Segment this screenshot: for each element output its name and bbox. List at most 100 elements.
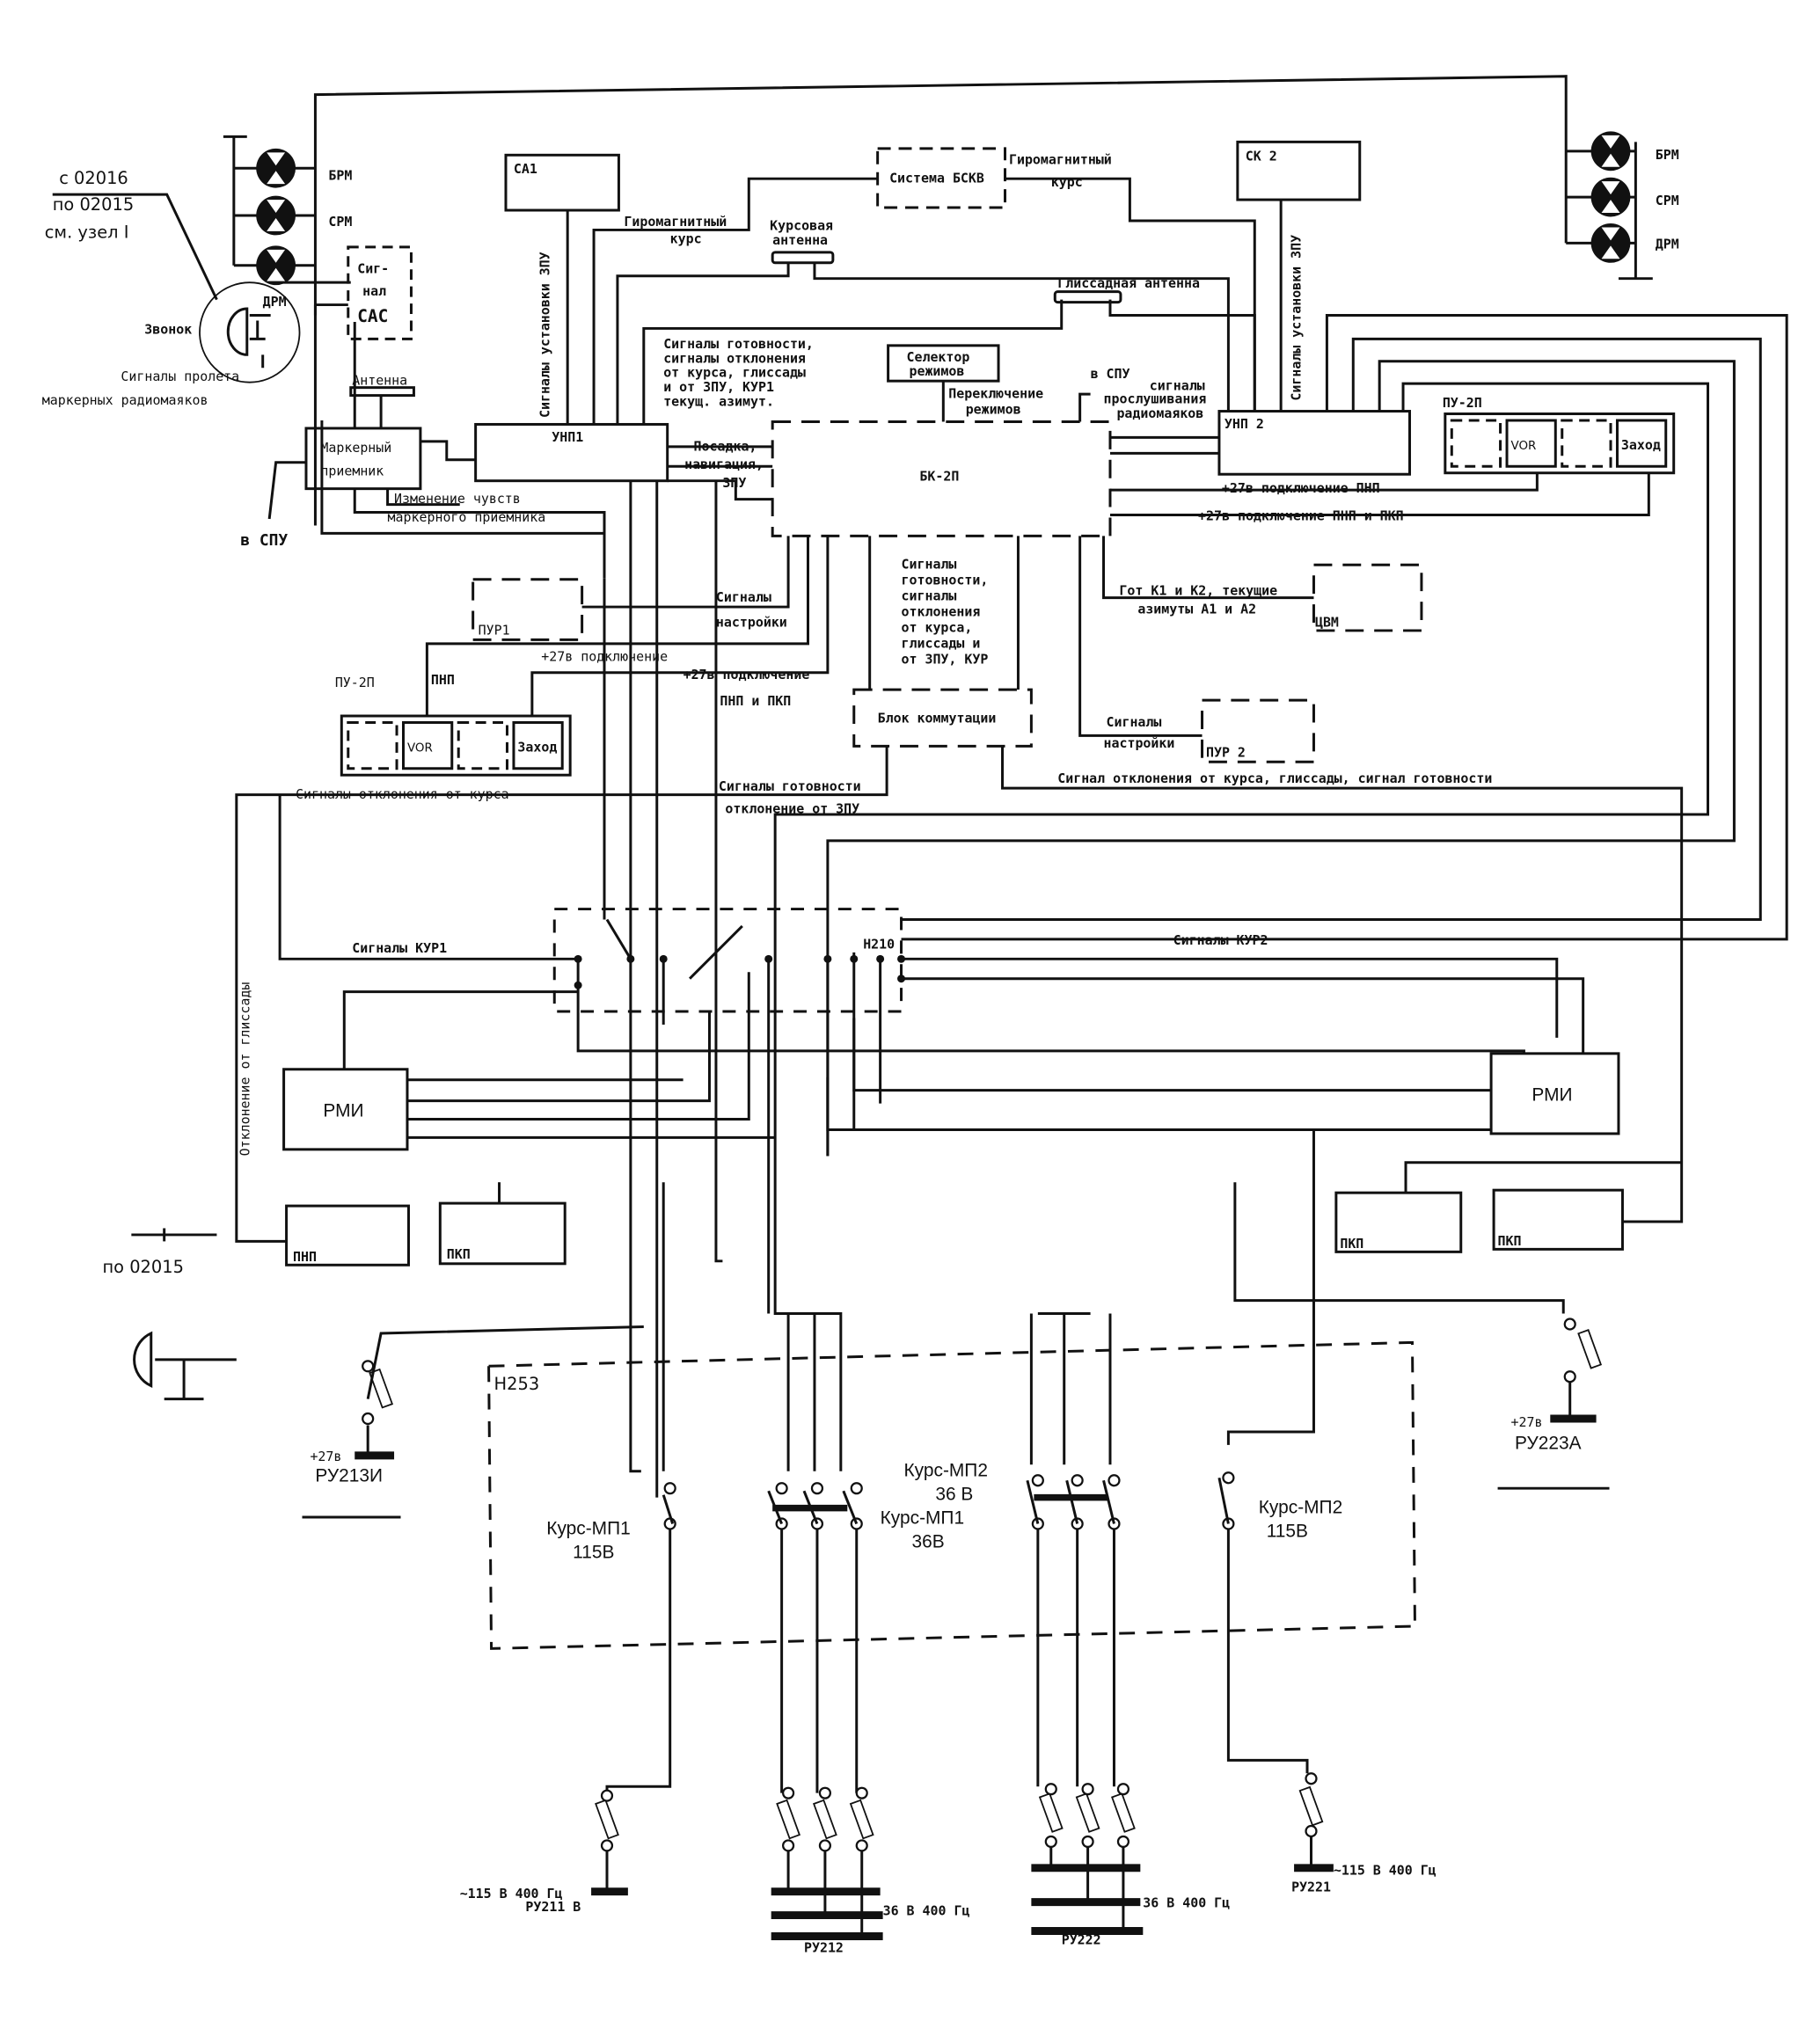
wire bbox=[605, 1523, 672, 1793]
mode-selector-label: Селектор bbox=[906, 349, 969, 365]
fuse-icon bbox=[1075, 1792, 1100, 1833]
sas-label: нал bbox=[362, 283, 386, 299]
junction-dot bbox=[823, 954, 832, 963]
contact-icon bbox=[1563, 1370, 1576, 1383]
pu2p-button[interactable] bbox=[1561, 419, 1612, 468]
pu2p-button[interactable] bbox=[1505, 419, 1557, 468]
pur1-label: ПУР1 bbox=[479, 622, 510, 638]
unp2-label: УНП 2 bbox=[1225, 416, 1264, 432]
marker-signal-label: маркерных радиомаяков bbox=[42, 392, 208, 408]
revision-note: с 02016 по 02015 см. узел I bbox=[45, 168, 134, 242]
lamp-label-brm: БРМ bbox=[1656, 147, 1679, 163]
bskv-block bbox=[876, 147, 1007, 209]
contact-icon bbox=[1222, 1471, 1235, 1485]
rmi-left-label: РМИ bbox=[323, 1101, 363, 1121]
signal-lamp-icon bbox=[256, 148, 296, 188]
fuse-icon bbox=[1111, 1792, 1136, 1833]
pu2p-button[interactable] bbox=[1615, 419, 1668, 468]
switch-blade-icon bbox=[1102, 1479, 1115, 1524]
gyro-left-label: курс bbox=[670, 230, 702, 246]
listen-label: радиомаяков bbox=[1116, 405, 1203, 421]
contact-icon bbox=[1044, 1835, 1057, 1849]
wire bbox=[1109, 472, 1650, 517]
pkp-left-label: ПКП bbox=[447, 1246, 471, 1262]
bell-label: Звонок bbox=[144, 321, 192, 337]
wire bbox=[406, 1011, 711, 1103]
wire bbox=[826, 1077, 1492, 1131]
fuse-icon bbox=[369, 1368, 394, 1409]
pnp-left-label: ПНП bbox=[293, 1249, 317, 1265]
sk2-label: СК 2 bbox=[1246, 148, 1277, 164]
pur2-label: ПУР 2 bbox=[1206, 744, 1246, 760]
po-02015-label: по 02015 bbox=[102, 1257, 183, 1277]
wire bbox=[852, 1018, 1492, 1092]
rmi-right-block bbox=[1489, 1052, 1620, 1135]
p27-pnp-pkp-label: +27в подключение ПНП и ПКП bbox=[1198, 507, 1404, 523]
ru223a-name: РУ223А bbox=[1515, 1433, 1582, 1453]
ru222-voltage: 36 В 400 Гц bbox=[1143, 1895, 1230, 1911]
note-line: с 02016 bbox=[59, 168, 128, 188]
marker-antenna-icon bbox=[349, 386, 415, 398]
mode-selector-label: режимов bbox=[909, 363, 964, 379]
pu2p-button-label: VOR bbox=[407, 741, 433, 755]
wire bbox=[1404, 1161, 1682, 1194]
pu2p-button[interactable] bbox=[347, 720, 398, 770]
lamp-label-srm: СРМ bbox=[1656, 193, 1679, 208]
gyro-right-label: Гиромагнитный bbox=[1009, 152, 1112, 168]
p27-pnp-left-label: +27в подключение bbox=[541, 648, 668, 664]
wire bbox=[901, 977, 1585, 1054]
contact-icon bbox=[663, 1482, 676, 1495]
fuse-icon bbox=[595, 1799, 619, 1840]
ru212-name: РУ212 bbox=[804, 1939, 844, 1955]
wire bbox=[52, 193, 218, 301]
cvm-label: ЦВМ bbox=[1315, 614, 1339, 630]
wire bbox=[629, 480, 641, 1473]
sk2-block bbox=[1236, 140, 1362, 201]
fuse-icon bbox=[776, 1799, 801, 1840]
pu2p-right-label: ПУ-2П bbox=[1443, 395, 1482, 411]
ru223a-voltage: +27в bbox=[1510, 1414, 1542, 1430]
pu2p-frame bbox=[1444, 412, 1676, 475]
marker-receiver-label: приемник bbox=[320, 464, 384, 479]
wire bbox=[267, 461, 306, 520]
tuning-right-label: Сигналы bbox=[1107, 714, 1162, 730]
tuning-right-label: настройки bbox=[1104, 735, 1175, 751]
contact-icon bbox=[362, 1360, 375, 1373]
pu2p-button[interactable] bbox=[1450, 419, 1502, 468]
wire bbox=[353, 488, 606, 579]
contact-icon bbox=[810, 1517, 824, 1530]
wire bbox=[1049, 1843, 1125, 1931]
glide-antenna-icon bbox=[1053, 290, 1122, 304]
wire bbox=[420, 440, 476, 462]
unp2-block bbox=[1217, 410, 1411, 476]
contact-icon bbox=[1563, 1318, 1576, 1331]
detail-circle bbox=[199, 281, 301, 383]
mode-switch-label: Переключение bbox=[948, 386, 1043, 402]
pu2p-button[interactable] bbox=[402, 720, 454, 770]
wire bbox=[771, 1887, 883, 1940]
wire bbox=[1226, 1129, 1315, 1445]
tuning-left-label: настройки bbox=[716, 614, 787, 630]
wire bbox=[313, 75, 1568, 526]
switch-blade-icon bbox=[1217, 1477, 1230, 1524]
unp1-label: УНП1 bbox=[552, 429, 583, 445]
fuse-icon bbox=[1298, 1785, 1324, 1827]
kur2-label: Сигналы КУР2 bbox=[1173, 932, 1268, 948]
mode-selector-block bbox=[887, 344, 1000, 383]
junction-dot bbox=[574, 954, 582, 963]
readiness-zpu-label: отклонение от ЗПУ bbox=[725, 801, 859, 817]
h253-panel bbox=[487, 1340, 1416, 1650]
readiness-mid-line: отклонения bbox=[902, 604, 981, 620]
pu2p-button[interactable] bbox=[512, 720, 564, 770]
wire bbox=[366, 1325, 644, 1399]
wire bbox=[581, 536, 790, 609]
readiness-zpu-label: Сигналы готовности bbox=[719, 778, 861, 794]
pu2p-button[interactable] bbox=[457, 720, 508, 770]
contact-icon bbox=[775, 1482, 788, 1495]
ru221-voltage: ~115 В 400 Гц bbox=[1334, 1862, 1437, 1878]
wire bbox=[1233, 1182, 1565, 1314]
fuse-icon bbox=[812, 1799, 837, 1840]
contact-icon bbox=[818, 1786, 831, 1799]
